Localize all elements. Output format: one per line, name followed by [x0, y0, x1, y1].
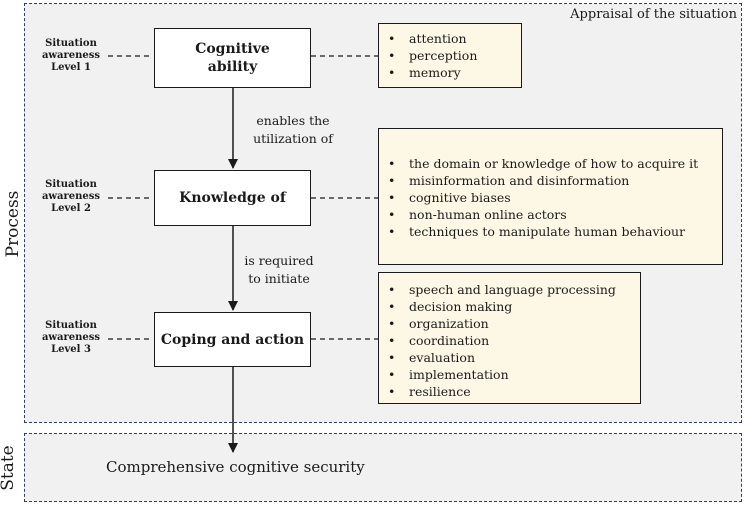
list-item: implementation [379, 366, 640, 383]
list-item: coordination [379, 332, 640, 349]
state-panel [24, 433, 742, 502]
note-level-1: attention perception memory [378, 23, 522, 88]
list-item: techniques to manipulate human behaviour [379, 223, 722, 240]
list-item: non-human online actors [379, 206, 722, 223]
list-item: organization [379, 315, 640, 332]
coping-and-action-box: Coping and action [154, 312, 311, 367]
list-item: perception [379, 47, 521, 64]
connector-label-1: enables the utilization of [253, 113, 333, 146]
level-3-label: Situation awareness Level 3 [41, 320, 101, 355]
list-item: cognitive biases [379, 189, 722, 206]
note-level-2: the domain or knowledge of how to acquir… [378, 128, 723, 265]
list-item: memory [379, 64, 521, 81]
appraisal-label: Appraisal of the situation [570, 7, 737, 22]
list-item: speech and language processing [379, 281, 640, 298]
list-item: resilience [379, 383, 640, 400]
connector-label-2: is required to initiate [244, 253, 314, 286]
cognitive-ability-box: Cognitive ability [154, 28, 311, 88]
list-item: the domain or knowledge of how to acquir… [379, 155, 722, 172]
knowledge-of-box: Knowledge of [154, 170, 311, 226]
list-item: attention [379, 30, 521, 47]
list-item: evaluation [379, 349, 640, 366]
state-text: Comprehensive cognitive security [106, 458, 365, 476]
list-item: decision making [379, 298, 640, 315]
note-level-3: speech and language processing decision … [378, 272, 641, 404]
level-1-label: Situation awareness Level 1 [41, 38, 101, 73]
level-2-label: Situation awareness Level 2 [41, 179, 101, 214]
list-item: misinformation and disinformation [379, 172, 722, 189]
